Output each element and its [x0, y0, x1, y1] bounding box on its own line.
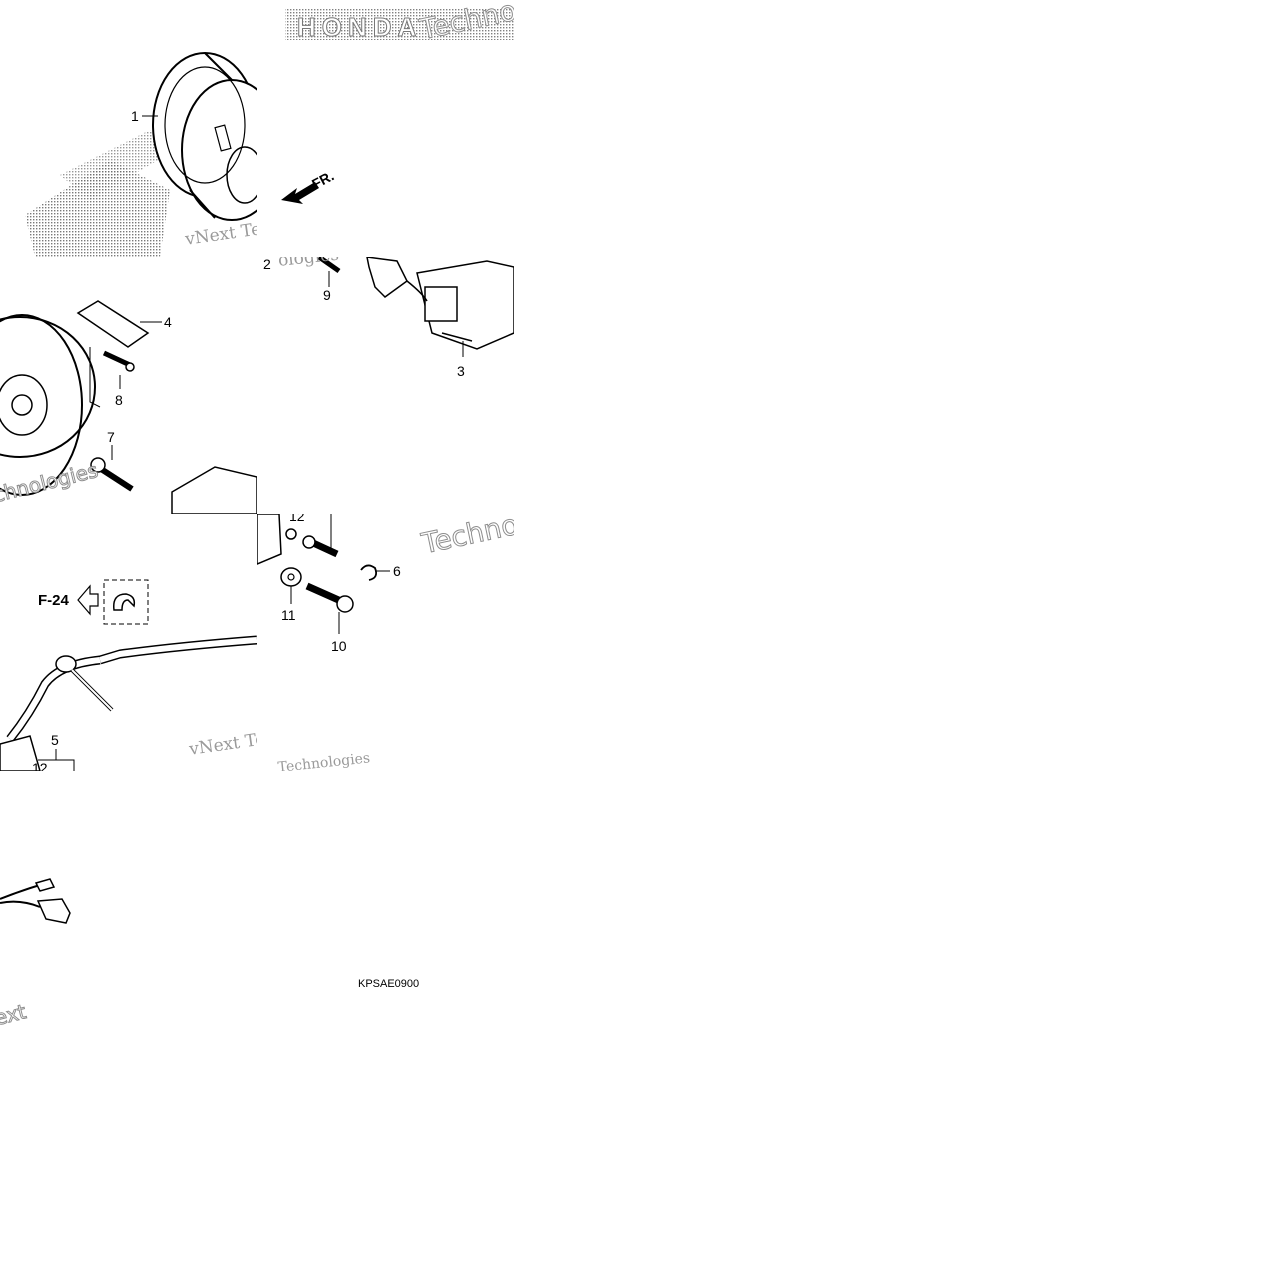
tile-bottom-mid: 12 6 11 10 Techno Technologies [257, 514, 514, 771]
callout-3: 3 [457, 363, 465, 379]
callout-11: 11 [281, 607, 296, 623]
callout-10: 10 [331, 638, 347, 654]
fastener-drawing [257, 514, 390, 634]
brand-halftone-shape [25, 160, 170, 257]
tile-top-right: HONDA Techno FR. [257, 0, 514, 257]
callout-2: 2 [263, 257, 271, 272]
tile-top-left: 1 vNext Tec [0, 0, 257, 257]
tile-lower-left: ext [0, 771, 257, 1028]
tile-mid-right: 2 9 3 ologies [257, 257, 514, 514]
tile-mid-left: 4 8 7 Technologies [0, 257, 257, 514]
callout-8: 8 [115, 392, 123, 408]
callout-1: 1 [131, 108, 139, 124]
callout-6: 6 [393, 563, 401, 579]
direction-drawing [281, 8, 514, 204]
front-arrow-icon [281, 182, 319, 204]
callout-7: 7 [107, 429, 115, 445]
connector-drawing [0, 878, 71, 924]
brand-mark: HONDA [296, 12, 423, 43]
stator-drawing [317, 257, 514, 357]
flywheel-drawing [25, 52, 257, 257]
reference-arrow-icon [77, 584, 99, 616]
harness-drawing [0, 579, 257, 771]
tile-lower-mid: KPSAE0900 [257, 771, 514, 1028]
honda-halftone-band [285, 8, 514, 40]
callout-4: 4 [164, 314, 172, 330]
watermark-text: ext [0, 999, 29, 1028]
callout-12b: 12 [32, 760, 48, 771]
clamp-inset-box [103, 579, 149, 625]
tile-bottom-left: F-24 5 12 vNext Te [0, 514, 257, 771]
flywheel-side-drawing [0, 300, 257, 514]
callout-5: 5 [51, 732, 59, 748]
diagram-code: KPSAE0900 [358, 978, 420, 990]
callout-9: 9 [323, 287, 331, 303]
callout-12a: 12 [289, 514, 305, 524]
reference-label: F-24 [38, 592, 69, 609]
